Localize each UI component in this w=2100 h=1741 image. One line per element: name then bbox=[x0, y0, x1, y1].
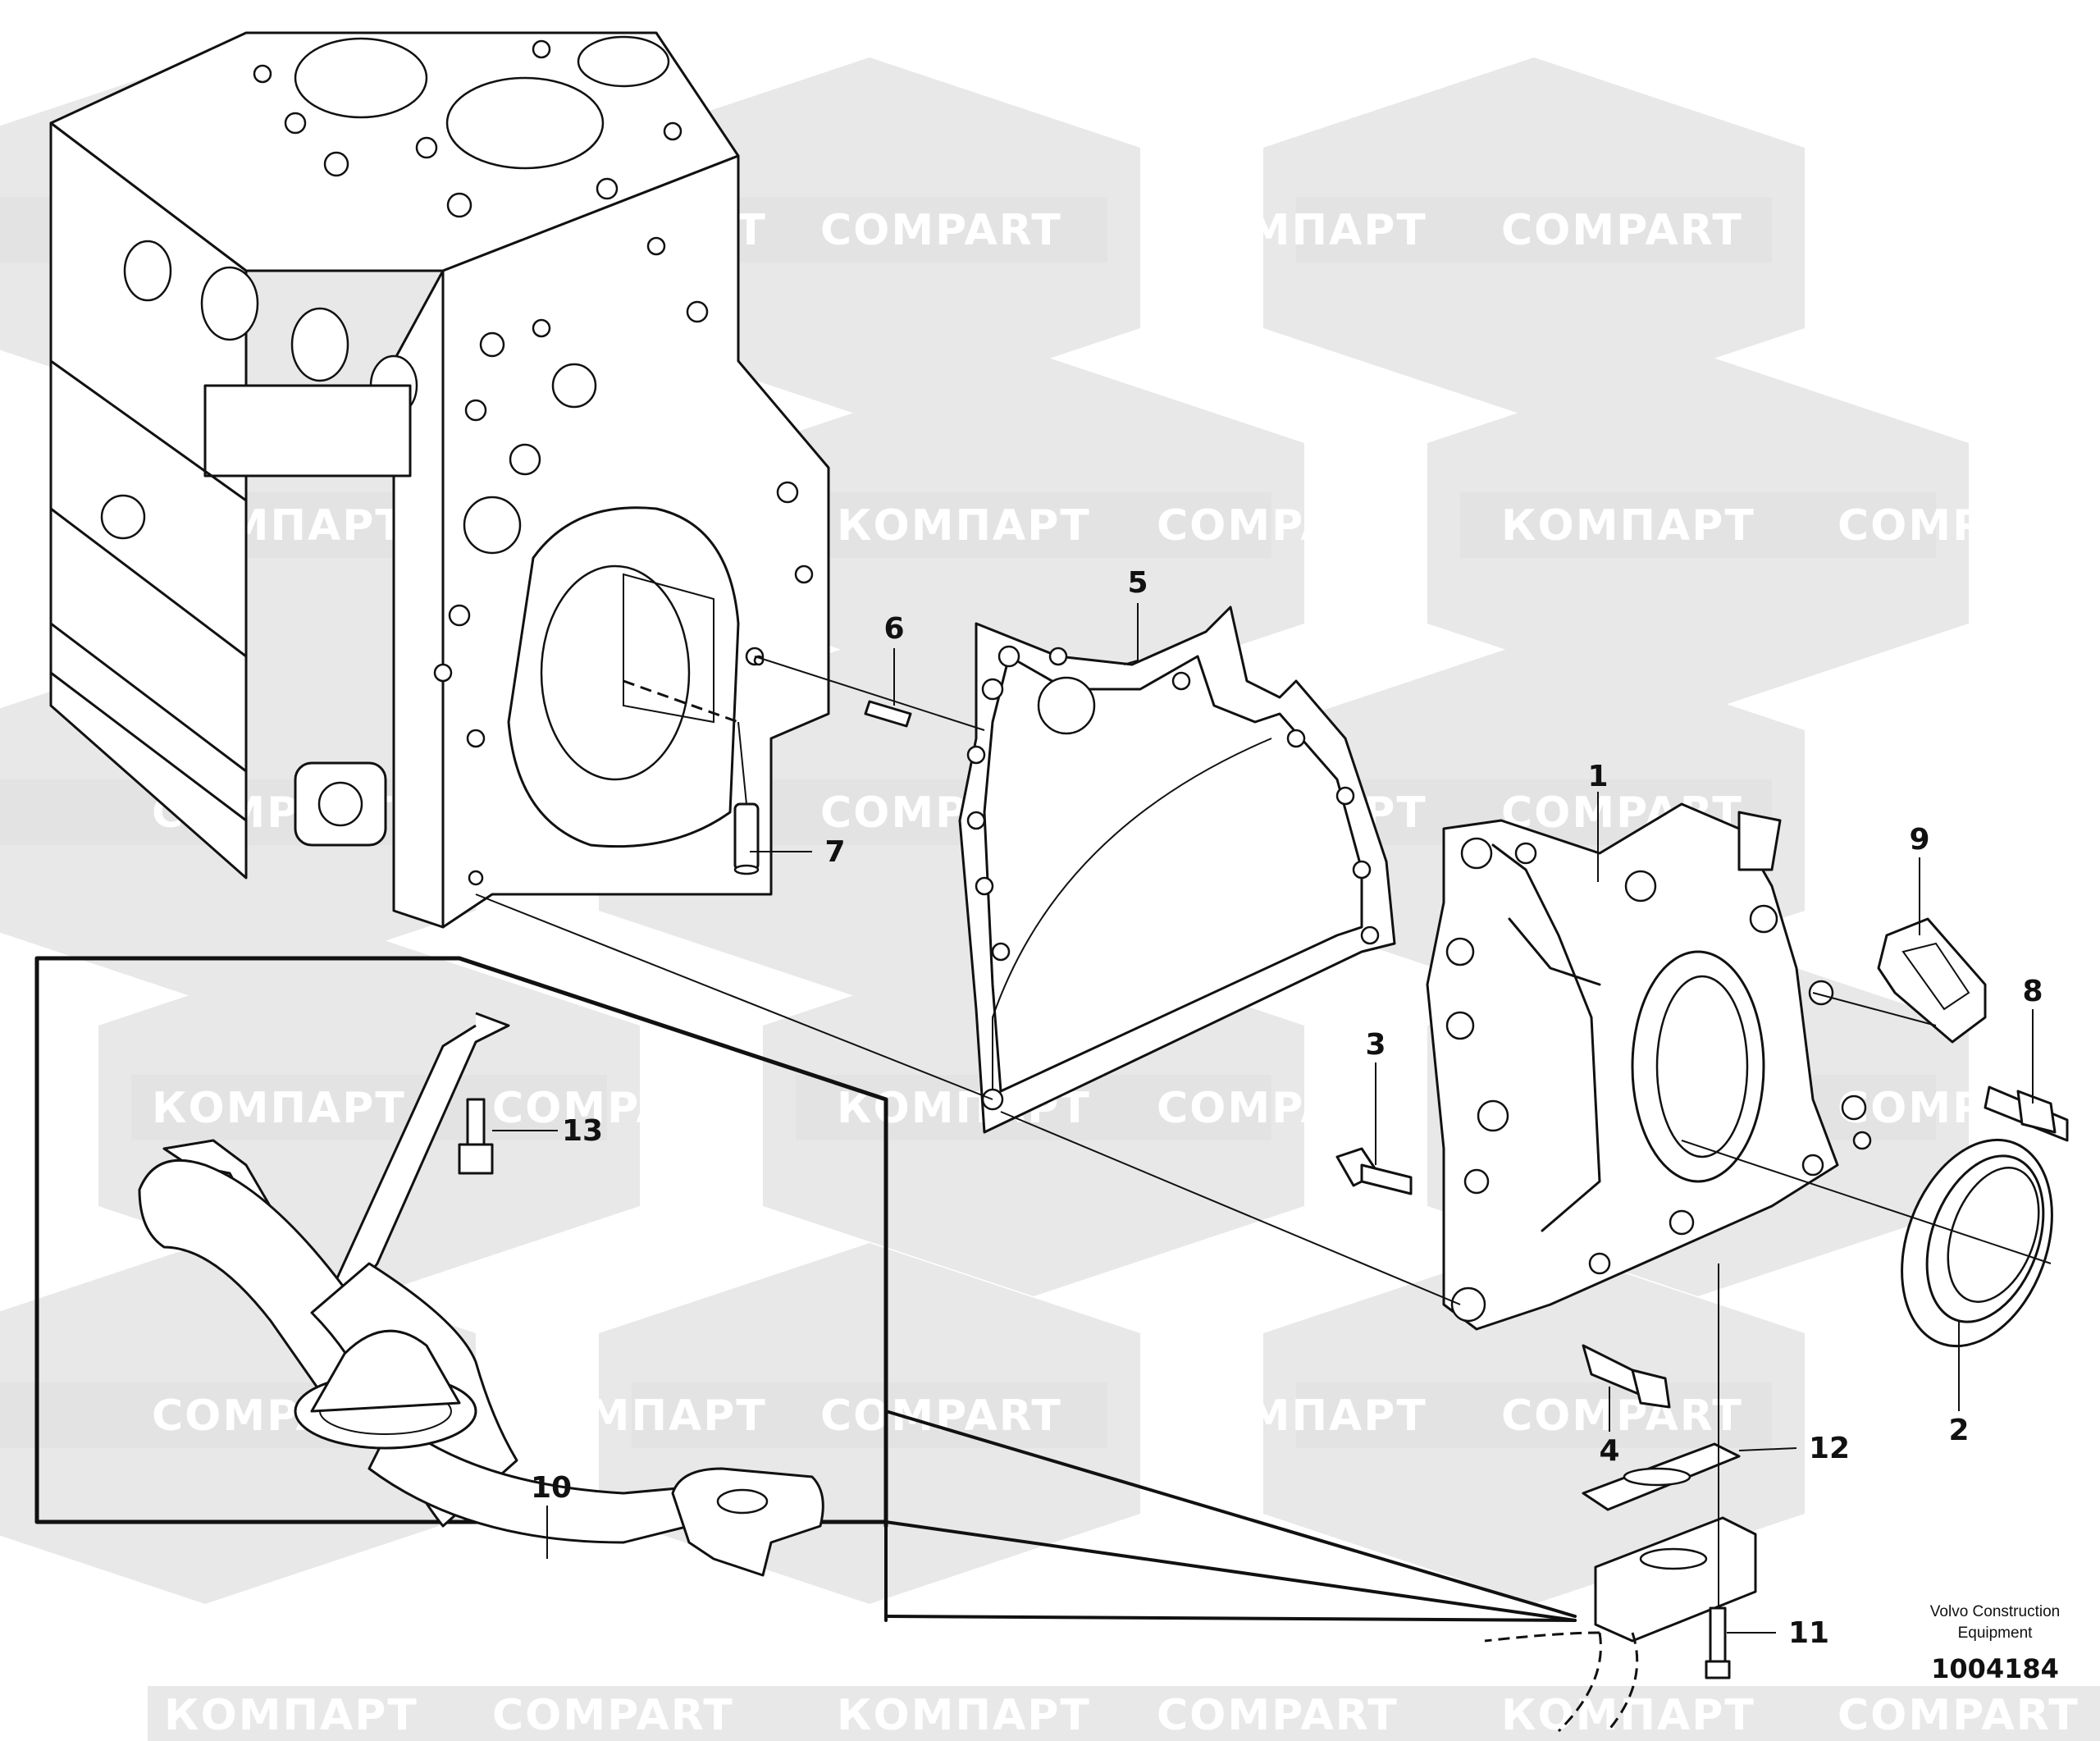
callout-3: 3 bbox=[1365, 1028, 1386, 1062]
hex-bolt-8 bbox=[1984, 1085, 2069, 1142]
assembly-axis-lines bbox=[475, 893, 2052, 1608]
watermark-text: КОМПАРТ bbox=[1173, 1391, 1427, 1441]
callout-6: 6 bbox=[883, 612, 904, 646]
callout-4: 4 bbox=[1599, 1434, 1619, 1468]
screw-11 bbox=[1705, 1606, 1731, 1679]
callout-10: 10 bbox=[531, 1471, 572, 1505]
hex-bolt-4 bbox=[1582, 1344, 1671, 1409]
watermark-text: КОМПАРТ bbox=[164, 1691, 418, 1740]
callout-1: 1 bbox=[1587, 760, 1608, 793]
flange-gasket bbox=[1582, 1442, 1741, 1511]
crankshaft-seal bbox=[1901, 1138, 2053, 1348]
watermark-text: КОМПАРТ bbox=[513, 1391, 767, 1441]
mounting-bracket bbox=[1877, 917, 1987, 1044]
watermark-text: КОМПАРТ bbox=[1850, 788, 2100, 838]
callout-13: 13 bbox=[562, 1114, 603, 1148]
watermark-text: COMPART bbox=[820, 1391, 1062, 1441]
front-cover-gasket bbox=[958, 605, 1396, 1134]
watermark-text: COMPART bbox=[1501, 206, 1743, 255]
watermark-text: COMPART bbox=[1157, 1084, 1399, 1133]
watermark-text: КОМПАРТ bbox=[1850, 1391, 2100, 1441]
watermark-text: COMPART bbox=[492, 1691, 734, 1740]
publisher-caption: Volvo Construction Equipment 1004184 bbox=[1930, 1603, 2060, 1684]
detail-inset-frame bbox=[34, 956, 1577, 1622]
watermark-text: КОМПАРТ bbox=[837, 501, 1091, 551]
callout-7: 7 bbox=[824, 835, 845, 869]
watermark-text: КОМПАРТ bbox=[1173, 206, 1427, 255]
watermark-text: COMPART bbox=[492, 1084, 734, 1133]
watermark-text: КОМПАРТ bbox=[1501, 1691, 1755, 1740]
hex-bolt-3 bbox=[1335, 1147, 1413, 1195]
watermark-text: COMPART bbox=[1157, 1691, 1399, 1740]
callout-5: 5 bbox=[1127, 566, 1148, 600]
caption-line-1: Volvo Construction bbox=[1930, 1603, 2060, 1620]
callout-12: 12 bbox=[1809, 1432, 1850, 1465]
callout-8: 8 bbox=[2022, 975, 2043, 1008]
watermark-text: КОМПАРТ bbox=[152, 1084, 406, 1133]
callout-leaders bbox=[492, 603, 2034, 1634]
callout-9: 9 bbox=[1909, 823, 1929, 857]
oil-pipe-flange bbox=[1484, 1516, 1757, 1733]
watermark-text: COMPART bbox=[1501, 1391, 1743, 1441]
callout-2: 2 bbox=[1948, 1414, 1969, 1447]
watermark-text: КОМПАРТ bbox=[837, 1691, 1091, 1740]
watermark-text: COMPART bbox=[1838, 1691, 2079, 1740]
callout-labels: 1 2 3 4 5 6 7 8 9 10 11 12 13 bbox=[531, 566, 2043, 1650]
timing-gear-cover bbox=[1426, 802, 1872, 1331]
watermark-text: КОМПАРТ bbox=[1850, 206, 2100, 255]
caption-line-2: Equipment bbox=[1958, 1624, 2034, 1642]
watermark-text: COMPART bbox=[1838, 501, 2079, 551]
watermark-text: КОМПАРТ bbox=[1501, 501, 1755, 551]
engine-block bbox=[49, 31, 830, 929]
callout-11: 11 bbox=[1788, 1616, 1829, 1650]
document-number: 1004184 bbox=[1931, 1653, 2059, 1684]
watermark-text: COMPART bbox=[1157, 501, 1399, 551]
watermark-text: COMPART bbox=[820, 206, 1062, 255]
dowel-pin bbox=[754, 656, 985, 731]
locating-pin bbox=[733, 721, 760, 875]
